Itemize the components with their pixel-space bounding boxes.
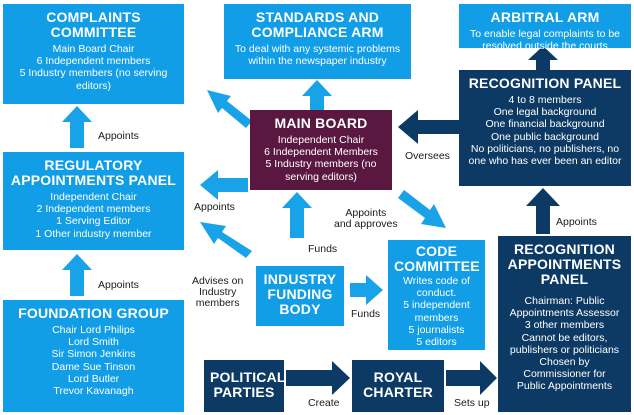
foundation-line: Lord Smith [68,336,119,349]
recognition-line: One public background [491,130,599,143]
label-appoints-approves: Appoints and approves [334,207,398,230]
arrow-funding-to-regulatory [200,222,252,258]
recognition-panel-box: RECOGNITION PANEL 4 to 8 members One leg… [459,70,631,186]
complaints-line: 5 Industry members (no serving [19,67,168,80]
code-committee-title: CODE COMMITTEE [394,243,480,274]
standards-compliance-box: STANDARDS AND COMPLIANCE ARM To deal wit… [224,4,411,79]
label-advises: Advises on Industry members [192,275,244,309]
standards-line: within the newspaper industry [248,55,387,68]
code-line: 5 editors [416,336,457,349]
complaints-line: 6 Independent members [36,55,151,68]
label-oversees: Oversees [405,150,450,162]
foundation-line: Sir Simon Jenkins [51,348,136,361]
complaints-committee-box: COMPLAINTS COMMITTEE Main Board Chair 6 … [3,4,184,104]
main-board-line: 6 Independent Members [264,146,378,159]
complaints-committee-title: COMPLAINTS COMMITTEE [46,9,141,40]
foundation-group-title: FOUNDATION GROUP [18,305,169,321]
arrow-mainboard-to-regulatory [200,170,248,200]
political-parties-title: POLITICAL PARTIES [210,369,286,400]
recognition-line: One financial background [485,118,605,131]
recognition-appointments-box: RECOGNITION APPOINTMENTS PANEL Chairman:… [498,236,631,412]
label-create: Create [308,397,340,409]
foundation-line: Lord Butler [67,372,120,385]
recappt-line: Appointments Assessor [509,307,620,320]
main-board-line: Independent Chair [277,134,365,146]
label-appoints-complaints: Appoints [98,130,139,142]
foundation-line: Chair Lord Philips [52,324,135,336]
arrow-recognition-to-arbitral [528,46,558,70]
foundation-line: Dame Sue Tinson [51,360,136,373]
arrow-regulatory-to-complaints [62,106,92,148]
code-line: 5 independent [403,299,470,312]
arrow-mainboard-to-complaints [207,90,252,128]
recappt-line: Public Appointments [516,380,613,393]
recognition-line: 4 to 8 members [508,94,582,106]
complaints-line: editors) [75,79,111,92]
recognition-line: No politicians, no publishers, no [470,142,620,155]
regulatory-line: 1 Other industry member [35,227,152,240]
main-board-title: MAIN BOARD [274,115,368,131]
royal-charter-box: ROYAL CHARTER [352,360,444,412]
foundation-group-box: FOUNDATION GROUP Chair Lord Philips Lord… [3,300,184,412]
standards-line: To deal with any systemic problems [234,43,401,55]
label-funds-mainboard: Funds [308,243,338,255]
main-board-line: serving editors) [285,170,357,183]
royal-charter-title: ROYAL CHARTER [363,369,433,400]
recognition-appointments-title: RECOGNITION APPOINTMENTS PANEL [507,241,622,287]
recognition-line: One legal background [493,106,597,119]
recappt-line: Commissioner for [523,368,606,381]
label-appoints-mainboard: Appoints [194,201,235,213]
label-sets-up: Sets up [454,397,490,409]
code-committee-box: CODE COMMITTEE Writes code of conduct. 5… [388,240,485,350]
arrow-mainboard-to-code [398,190,446,228]
arrow-mainboard-to-standards [302,80,332,110]
regulatory-appointments-box: REGULATORY APPOINTMENTS PANEL Independen… [3,152,184,250]
complaints-line: Main Board Chair [52,43,135,55]
recognition-panel-title: RECOGNITION PANEL [468,75,622,91]
arrow-funding-to-code [350,275,383,305]
standards-compliance-title: STANDARDS AND COMPLIANCE ARM [251,9,384,40]
recappt-line: publishers or politicians [509,343,620,356]
code-line: 5 journalists [408,323,465,336]
arbitral-arm-box: ARBITRAL ARM To enable legal complaints … [459,4,631,52]
arrow-foundation-to-regulatory [62,254,92,296]
industry-funding-box: INDUSTRY FUNDING BODY [256,266,344,326]
code-line: Writes code of [403,275,470,287]
main-board-line: 5 Industry members (no [265,158,377,171]
recognition-line: one who has ever been an editor [468,155,622,168]
code-line: members [414,311,459,324]
regulatory-line: Independent Chair [50,191,137,203]
industry-funding-title: INDUSTRY FUNDING BODY [263,271,337,317]
code-line: conduct. [416,287,457,300]
arbitral-arm-title: ARBITRAL ARM [490,9,600,25]
label-funds-code: Funds [351,308,381,320]
arbitral-line: To enable legal complaints to be [469,28,620,40]
recappt-line: Chosen by [539,356,590,369]
regulatory-appointments-title: REGULATORY APPOINTMENTS PANEL [10,157,177,188]
arrow-recognition-to-mainboard [398,110,460,144]
regulatory-line: 1 Serving Editor [56,215,131,228]
arrow-political-to-charter [286,361,350,395]
label-appoints-recognition: Appoints [556,216,597,228]
arbitral-line: resolved outside the courts [482,40,608,53]
recappt-line: Chairman: Public [524,295,605,307]
recappt-line: Cannot be editors, [521,331,608,344]
arrow-funding-to-mainboard [282,192,312,238]
recappt-line: 3 other members [524,319,605,332]
arrow-charter-to-recappointments [446,361,497,395]
label-appoints-regulatory: Appoints [98,279,139,291]
regulatory-line: 2 Independent members [36,203,151,216]
main-board-box: MAIN BOARD Independent Chair 6 Independe… [250,110,392,190]
political-parties-box: POLITICAL PARTIES [204,360,286,412]
foundation-line: Trevor Kavanagh [53,385,134,398]
arrow-recappointments-to-recognition [526,188,560,234]
